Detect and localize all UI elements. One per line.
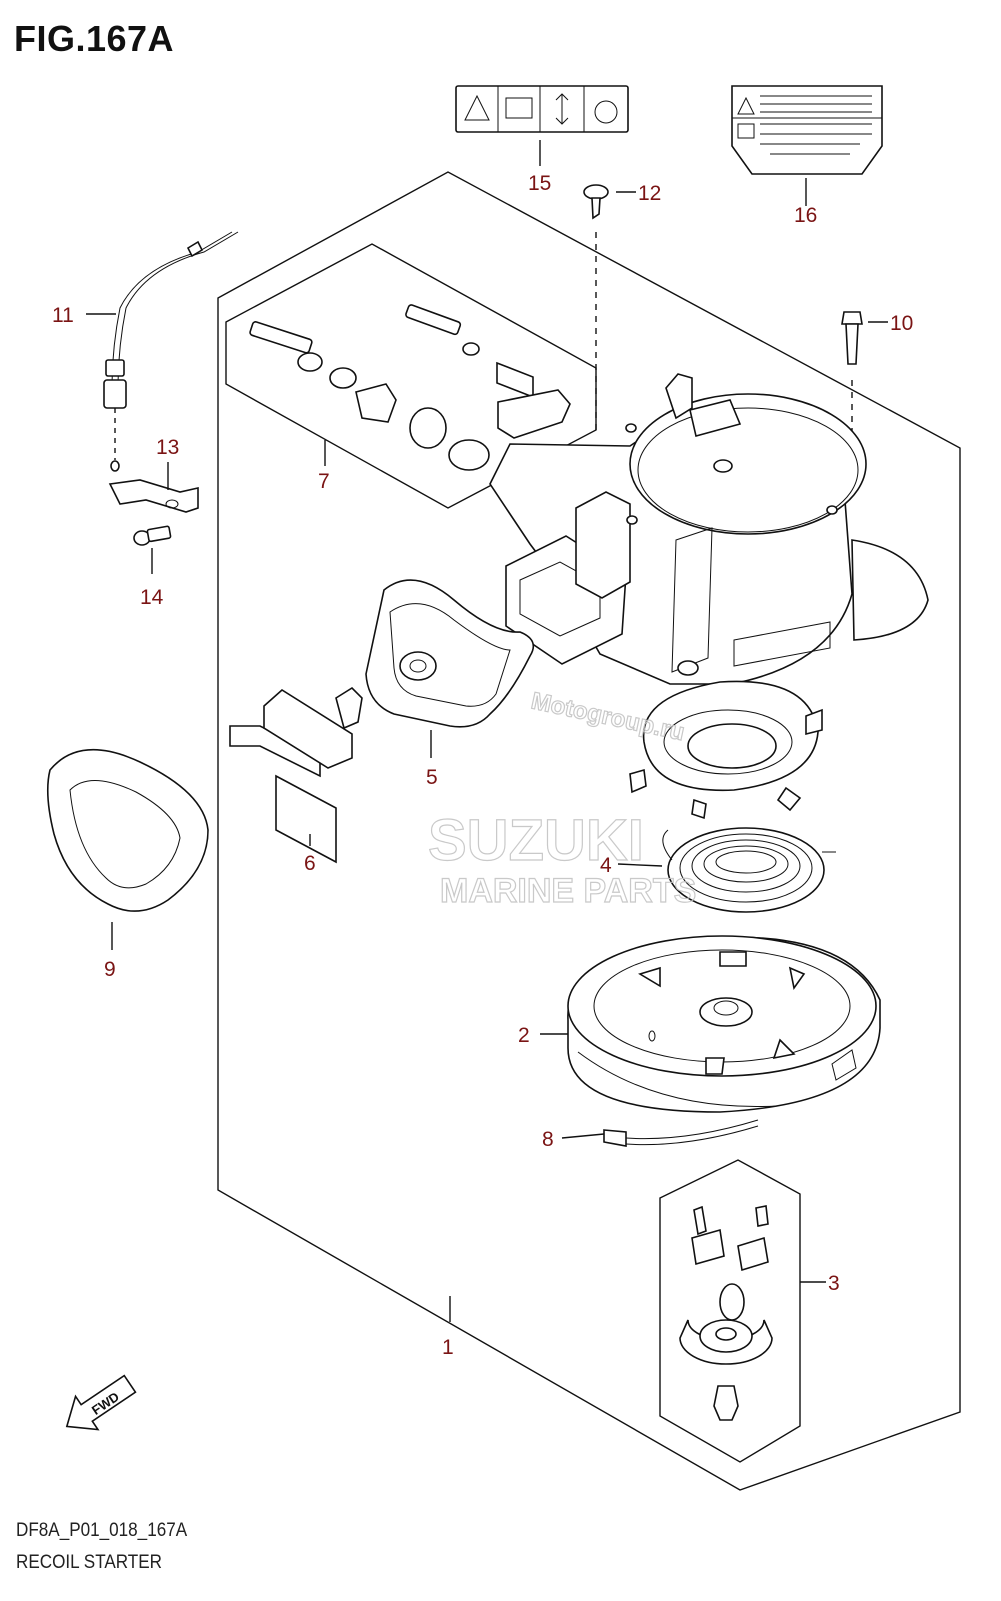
callout-4: 4 — [600, 854, 612, 877]
callout-10: 10 — [890, 312, 913, 335]
callouts: 1 2 3 4 5 6 7 8 9 10 11 12 13 14 15 16 — [52, 172, 913, 1359]
callout-3: 3 — [828, 1272, 840, 1295]
callout-2: 2 — [518, 1024, 530, 1047]
leader-lines — [86, 140, 888, 1322]
bracket-13 — [108, 479, 199, 513]
warning-label-15 — [455, 85, 629, 133]
figure-name: RECOIL STARTER — [16, 1552, 163, 1573]
kit-box-7 — [225, 243, 597, 509]
handle-grip-5 — [365, 579, 535, 728]
callout-13: 13 — [156, 436, 179, 459]
fwd-arrow: FWD — [65, 1374, 137, 1431]
handle-insert-6 — [229, 686, 363, 864]
bolt-14 — [133, 525, 172, 546]
starter-rope-8 — [603, 1119, 759, 1147]
callout-8: 8 — [542, 1128, 554, 1151]
callout-7: 7 — [318, 470, 330, 493]
grip-cover-9 — [46, 748, 209, 912]
watermark-sub: MARINE PARTS — [440, 872, 696, 910]
starter-housing — [489, 373, 929, 685]
recoil-spring-4 — [662, 827, 836, 913]
starter-cable-11 — [103, 231, 239, 472]
assembly-frame — [217, 171, 961, 1491]
caution-label-16 — [731, 85, 883, 175]
callout-15: 15 — [528, 172, 551, 195]
bolt-7b — [405, 304, 571, 471]
spring-case — [629, 680, 823, 820]
watermark-diag: Motogroup.ru — [529, 687, 687, 746]
figure-code: DF8A_P01_018_167A — [16, 1520, 188, 1541]
rope-reel-2 — [567, 935, 881, 1113]
callout-11: 11 — [52, 304, 74, 327]
callout-6: 6 — [304, 852, 316, 875]
screw-12 — [583, 184, 609, 430]
callout-16: 16 — [794, 204, 817, 227]
callout-5: 5 — [426, 766, 438, 789]
watermark-brand: SUZUKI — [428, 808, 644, 873]
kit-box-3 — [659, 1159, 801, 1463]
callout-1: 1 — [442, 1336, 454, 1359]
callout-9: 9 — [104, 958, 116, 981]
bolt-10 — [841, 311, 863, 440]
callout-12: 12 — [638, 182, 661, 205]
bolt-7a — [249, 321, 397, 423]
callout-14: 14 — [140, 586, 164, 609]
figure-title: FIG.167A — [14, 18, 175, 59]
